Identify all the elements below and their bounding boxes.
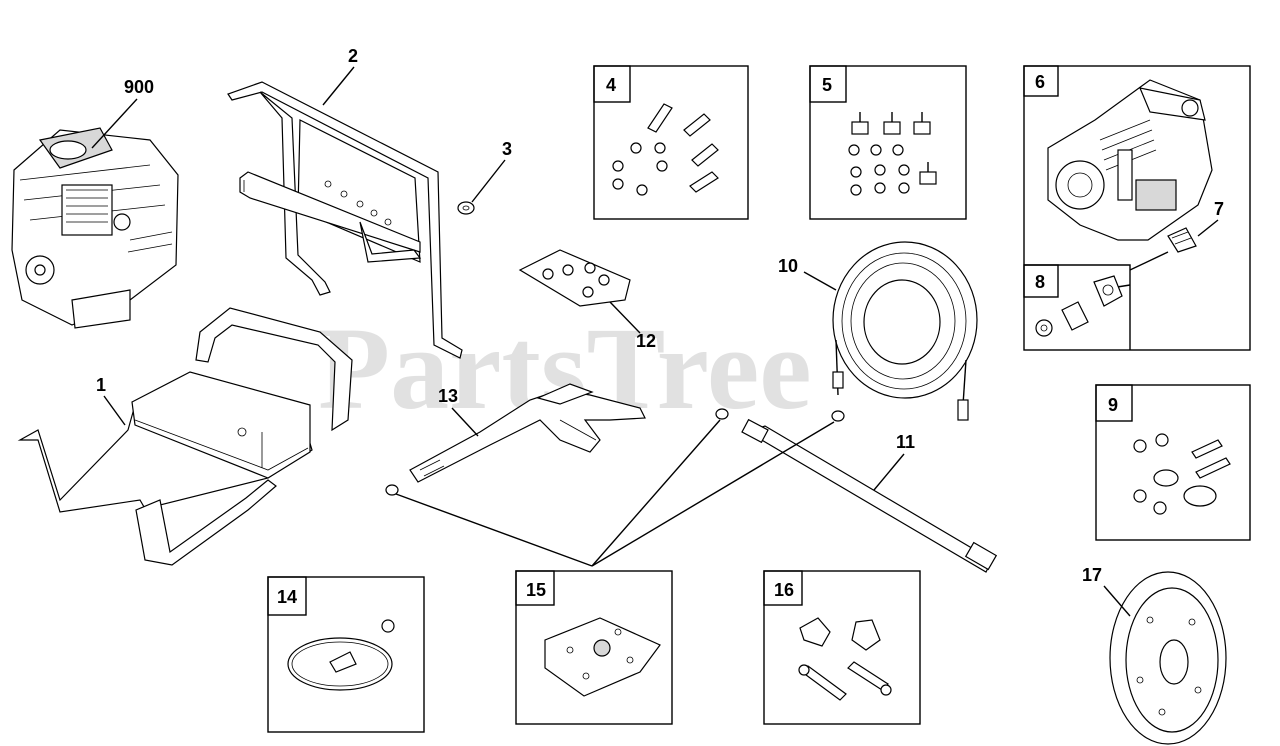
plate-kit-part[interactable] <box>544 617 661 697</box>
callout-13-leader <box>451 407 479 437</box>
box-15-label: 15 <box>526 580 546 600</box>
connector-kit-part[interactable] <box>287 619 395 691</box>
callout-11-leader <box>873 453 905 491</box>
box-4-tag <box>593 65 631 103</box>
box-15-leader-c <box>591 421 835 567</box>
spray-gun-part[interactable] <box>409 383 646 483</box>
callout-2-leader <box>322 66 355 106</box>
callout-2-label: 2 <box>348 46 358 66</box>
box-9-label: 9 <box>1108 395 1118 415</box>
callout-11-label: 11 <box>896 432 915 452</box>
callout-1-label: 1 <box>96 375 106 395</box>
mount-kit-part[interactable] <box>1133 433 1231 515</box>
wand-part[interactable] <box>741 418 998 573</box>
box-8-label: 8 <box>1035 272 1045 292</box>
callout-17-label: 17 <box>1082 565 1102 585</box>
callout-3-leader <box>471 159 506 203</box>
box-5-tag <box>809 65 847 103</box>
feet-kit-part[interactable] <box>848 112 937 196</box>
box-8-frame <box>1024 264 1131 350</box>
callout-10-label: 10 <box>778 256 798 276</box>
callout-12-leader <box>609 301 641 334</box>
frame-part[interactable] <box>227 81 463 359</box>
callout-7-label: 7 <box>1214 199 1224 219</box>
inlet-kit-part[interactable] <box>1035 275 1123 337</box>
wheel-part[interactable] <box>1109 571 1227 745</box>
box-5-label: 5 <box>822 75 832 95</box>
box-16-frame <box>763 570 921 725</box>
box-15-leader-b <box>591 419 721 567</box>
fitting-7-part[interactable] <box>1167 227 1197 253</box>
box-6-frame <box>1023 65 1251 351</box>
box-8-tag <box>1023 264 1059 298</box>
knob-kit-part[interactable] <box>798 617 892 701</box>
callout-900-leader <box>91 98 138 149</box>
box-14-label: 14 <box>277 587 297 607</box>
nozzle-kit-part[interactable] <box>518 249 631 307</box>
pump-part[interactable] <box>1047 79 1213 241</box>
box-6-label: 6 <box>1035 72 1045 92</box>
box-5-frame <box>809 65 967 220</box>
o-ring-parts[interactable] <box>385 408 845 496</box>
base-part[interactable] <box>17 307 353 566</box>
callout-7-leader <box>1197 219 1219 237</box>
callout-1-leader <box>103 395 126 426</box>
callout-3-label: 3 <box>502 139 512 159</box>
box-15-tag <box>515 570 555 606</box>
callout-12-label: 12 <box>636 331 656 351</box>
box-16-label: 16 <box>774 580 794 600</box>
engine-part[interactable] <box>11 127 179 329</box>
callout-17-leader <box>1103 585 1131 617</box>
box-15-leader-a <box>395 493 593 567</box>
box-15-frame <box>515 570 673 725</box>
box-9-frame <box>1095 384 1251 541</box>
box-8-leader-a <box>1129 251 1169 271</box>
callout-900-label: 900 <box>124 77 154 97</box>
box-14-frame <box>267 576 425 733</box>
box-14-tag <box>267 576 307 616</box>
callout-13-label: 13 <box>438 386 458 406</box>
box-6-tag <box>1023 65 1059 97</box>
box-9-tag <box>1095 384 1133 422</box>
hose-part[interactable] <box>832 241 978 421</box>
box-16-tag <box>763 570 803 606</box>
bolt-kit-part[interactable] <box>612 103 719 196</box>
nut-part[interactable] <box>457 201 475 215</box>
box-4-frame <box>593 65 749 220</box>
box-4-label: 4 <box>606 75 616 95</box>
callout-10-leader <box>803 271 837 291</box>
